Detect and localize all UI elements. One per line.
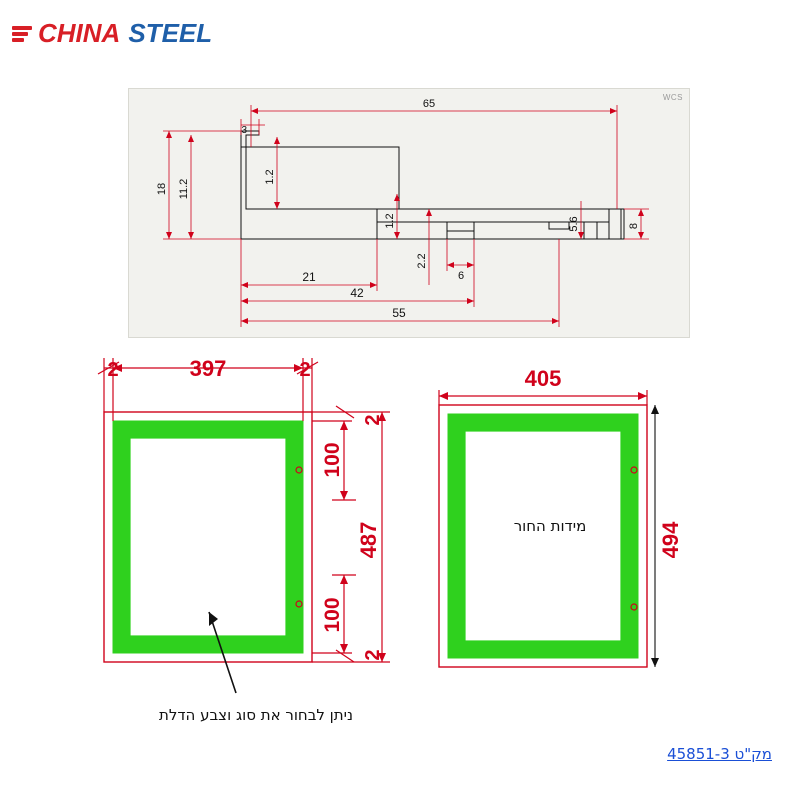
right-panel-top-dims [438, 390, 648, 405]
left-dim-top-margin-end: 2 [299, 359, 310, 381]
profile-geometry-svg: 65 3 18 11.2 1.2 1.2 2.2 6 5.6 8 21 42 5… [156, 98, 649, 327]
left-dim-100-bottom: 100 [321, 597, 344, 632]
logo-bars-icon [12, 25, 32, 42]
wcs-label: WCS [662, 93, 683, 102]
right-dim-405: 405 [525, 366, 562, 391]
left-dim-100-top: 100 [321, 442, 344, 477]
dim-bottom-21: 21 [302, 270, 316, 284]
dim-left-11-2: 11.2 [178, 179, 190, 200]
profile-section-drawing: WCS [128, 88, 690, 338]
hole-dimensions-label: מידות החור [513, 517, 587, 535]
part-number-link[interactable]: מק"ט 3-15854 [667, 745, 772, 763]
left-dim-side-margin-top: 2 [362, 414, 384, 425]
logo-text-steel: STEEL [128, 18, 213, 48]
left-dim-487: 487 [356, 522, 381, 559]
china-steel-logo: CHINA STEEL [12, 18, 212, 49]
dim-top-65: 65 [423, 98, 435, 110]
door-type-caption: ניתן לבחור את סוג וצבע הדלת [158, 706, 353, 724]
dim-bottom-55: 55 [392, 306, 406, 320]
right-dim-494: 494 [658, 521, 683, 558]
left-dim-side-margin-bottom: 2 [362, 649, 384, 660]
dim-mid-rib-1-2: 1.2 [384, 213, 396, 228]
dim-right-8: 8 [628, 223, 640, 229]
left-panel-top-dims [97, 358, 319, 421]
dim-right-5-6: 5.6 [568, 216, 580, 231]
dim-step-3: 3 [241, 125, 247, 136]
left-dim-397: 397 [190, 356, 227, 381]
left-door-panel [103, 411, 313, 663]
dim-bottom-42: 42 [350, 286, 364, 300]
right-door-panel [438, 404, 648, 668]
dim-notch-6: 6 [458, 270, 464, 282]
dim-upper-rib-1-2: 1.2 [264, 169, 276, 184]
right-panel-side-dims [651, 405, 659, 667]
logo-text-china: CHINA [38, 18, 121, 48]
caption-arrow [208, 611, 237, 694]
left-dim-top-margin-start: 2 [107, 359, 118, 381]
dim-left-18: 18 [156, 183, 168, 195]
left-panel-side-dims [312, 405, 390, 663]
dim-stub-2-2: 2.2 [416, 253, 428, 268]
